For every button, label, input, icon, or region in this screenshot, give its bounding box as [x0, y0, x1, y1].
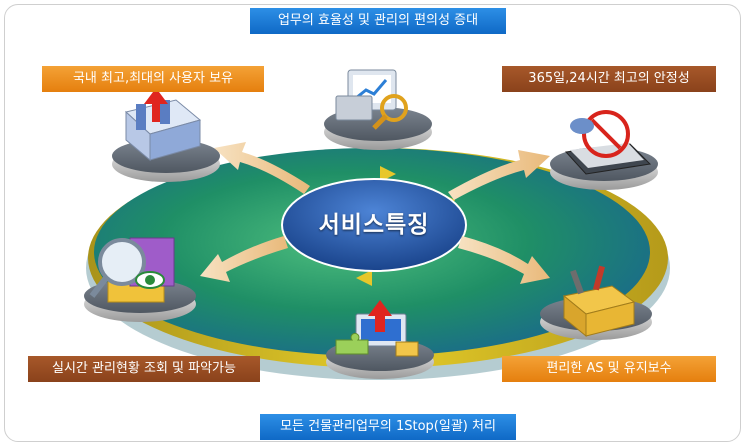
label-bottom-left: 실시간 관리현황 조회 및 파악가능: [28, 356, 260, 382]
arrow-top-right: [448, 150, 550, 200]
label-bottom-right: 편리한 AS 및 유지보수: [502, 356, 716, 382]
label-top-left: 국내 최고,최대의 사용자 보유: [42, 66, 264, 92]
label-top-right: 365일,24시간 최고의 안정성: [502, 66, 716, 92]
puzzle-upload-icon: [335, 300, 419, 357]
arrow-left: [200, 236, 288, 282]
label-bottom: 모든 건물관리업무의 1Stop(일괄) 처리: [260, 414, 516, 440]
arrow-right: [458, 236, 550, 284]
toolbox-icon: [562, 265, 636, 338]
network-phone-icon: [564, 110, 652, 175]
monitor-chart-icon: [335, 69, 408, 130]
label-top: 업무의 효율성 및 관리의 편의성 증대: [250, 8, 506, 34]
server-upload-icon: [124, 88, 202, 162]
center-title: 서비스특징: [318, 212, 430, 238]
center-ellipse: [281, 178, 467, 272]
arrow-top-left: [214, 142, 310, 194]
magnifier-eye-icon: [89, 237, 175, 303]
